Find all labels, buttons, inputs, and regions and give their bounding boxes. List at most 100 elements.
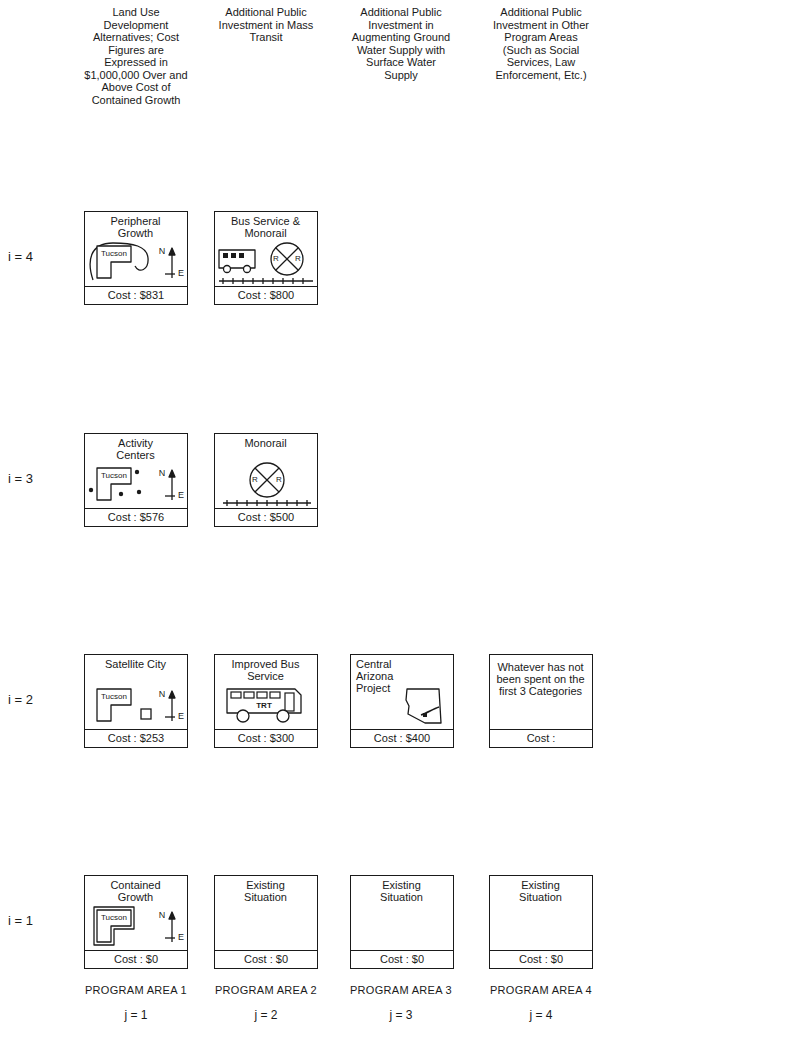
bus-wheel xyxy=(277,710,289,722)
icon-label: E xyxy=(176,711,186,721)
program-box: Cost : Whatever has not been spent on the… xyxy=(489,654,593,748)
tucson-outline xyxy=(97,689,131,721)
track-tie xyxy=(242,278,243,284)
icon-label: E xyxy=(176,490,186,500)
track-tie xyxy=(256,500,257,506)
compass-arrow xyxy=(169,470,175,477)
track-tie xyxy=(252,278,253,284)
cost-strip: Cost : $0 xyxy=(490,950,592,968)
activity-center xyxy=(135,470,139,474)
cost-label: Cost : xyxy=(490,730,592,746)
cost-label: Cost : $0 xyxy=(351,951,453,967)
compass-arrow xyxy=(169,912,175,919)
program-box: Cost : $831Peripheral GrowthTucsonNE xyxy=(84,211,188,305)
cost-label: Cost : $300 xyxy=(215,730,317,746)
track-tie xyxy=(226,500,227,506)
cost-strip: Cost : $400 xyxy=(351,729,453,747)
crossing-sign xyxy=(271,243,303,275)
program-box: Cost : $500MonorailRR xyxy=(214,433,318,527)
compass-line xyxy=(165,273,175,274)
icon-label: R xyxy=(274,475,284,485)
alternative-title: Existing Situation xyxy=(365,879,438,903)
tucson-mark xyxy=(423,713,427,717)
alternative-title: Peripheral Growth xyxy=(99,215,172,239)
icon-label: N xyxy=(157,246,167,256)
row-index: i = 2 xyxy=(8,692,33,707)
activity-center xyxy=(119,492,123,496)
icon-label: TRT xyxy=(249,701,279,711)
alternative-title: Whatever has not been spent on the first… xyxy=(495,661,586,697)
track-tie xyxy=(236,500,237,506)
cost-strip: Cost : $0 xyxy=(85,950,187,968)
cost-label: Cost : $253 xyxy=(85,730,187,746)
column-index: j = 4 xyxy=(511,1008,571,1022)
compass-line xyxy=(165,716,175,717)
program-area-label: PROGRAM AREA 1 xyxy=(71,984,201,997)
column-index: j = 2 xyxy=(236,1008,296,1022)
program-box: Cost : $0Existing Situation xyxy=(214,875,318,969)
track-tie xyxy=(272,278,273,284)
arizona-outline xyxy=(406,689,441,723)
bus-window xyxy=(239,253,244,258)
track-tie xyxy=(306,500,307,506)
icon-label: N xyxy=(157,468,167,478)
contained-outline xyxy=(94,907,134,945)
icon-label: N xyxy=(157,689,167,699)
tucson-outline xyxy=(97,910,131,942)
alternative-title: Bus Service & Monorail xyxy=(229,215,302,239)
row-index: i = 1 xyxy=(8,913,33,928)
cost-label: Cost : $576 xyxy=(85,509,187,525)
cost-label: Cost : $831 xyxy=(85,287,187,303)
program-area-label: PROGRAM AREA 4 xyxy=(476,984,606,997)
program-box: Cost : $0 Existing Situation xyxy=(350,875,454,969)
icon-label: R xyxy=(271,254,281,264)
cost-strip: Cost : $500 xyxy=(215,508,317,526)
program-box: Cost : $0 Existing Situation xyxy=(489,875,593,969)
column-heading: Additional Public Investment in Other Pr… xyxy=(489,6,593,81)
cost-label: Cost : $500 xyxy=(215,509,317,525)
bus-wheel xyxy=(244,266,251,273)
cost-strip: Cost : $800 xyxy=(215,286,317,304)
program-box: Cost : $253Satellite CityTucsonNE xyxy=(84,654,188,748)
tucson-outline xyxy=(97,468,131,500)
crossing-x xyxy=(276,248,299,271)
program-box: Cost : $800 Bus Service & MonorailR R xyxy=(214,211,318,305)
track-tie xyxy=(266,500,267,506)
bus-wheel xyxy=(224,266,231,273)
compass-arrow xyxy=(169,248,175,255)
cost-strip: Cost : $0 xyxy=(351,950,453,968)
column-heading: Land Use Development Alternatives; Cost … xyxy=(84,6,188,106)
bus-window xyxy=(244,692,254,698)
alternative-title: Central Arizona Project xyxy=(356,658,412,694)
tucson-outline xyxy=(97,246,131,278)
bus-window xyxy=(223,253,228,258)
track-tie xyxy=(262,278,263,284)
alternative-title: Activity Centers xyxy=(99,437,172,461)
bus-wheel xyxy=(237,710,249,722)
crossing-x xyxy=(276,248,299,271)
track-tie xyxy=(292,278,293,284)
icon-label: Tucson xyxy=(97,471,131,481)
program-box: Cost : $0Contained GrowthTucsonNE xyxy=(84,875,188,969)
icon-label: E xyxy=(176,932,186,942)
cost-strip: Cost : $0 xyxy=(215,950,317,968)
bus-window xyxy=(231,692,241,698)
cost-strip: Cost : $253 xyxy=(85,729,187,747)
icon-label: R xyxy=(250,475,260,485)
bus-body xyxy=(227,689,301,713)
compass-line xyxy=(165,937,175,938)
icon-label: Tucson xyxy=(97,913,131,923)
alternative-title: Existing Situation xyxy=(504,879,577,903)
crossing-sign xyxy=(250,463,284,497)
bus-body xyxy=(219,250,255,268)
track-tie xyxy=(246,500,247,506)
track-tie xyxy=(286,500,287,506)
program-box: Cost : $576 Activity CentersTucson N E xyxy=(84,433,188,527)
bus-window xyxy=(270,692,280,698)
cost-strip: Cost : $831 xyxy=(85,286,187,304)
cost-strip: Cost : $300 xyxy=(215,729,317,747)
cost-label: Cost : $0 xyxy=(215,951,317,967)
program-area-label: PROGRAM AREA 2 xyxy=(201,984,331,997)
icon-label: R xyxy=(293,254,303,264)
track-tie xyxy=(222,278,223,284)
